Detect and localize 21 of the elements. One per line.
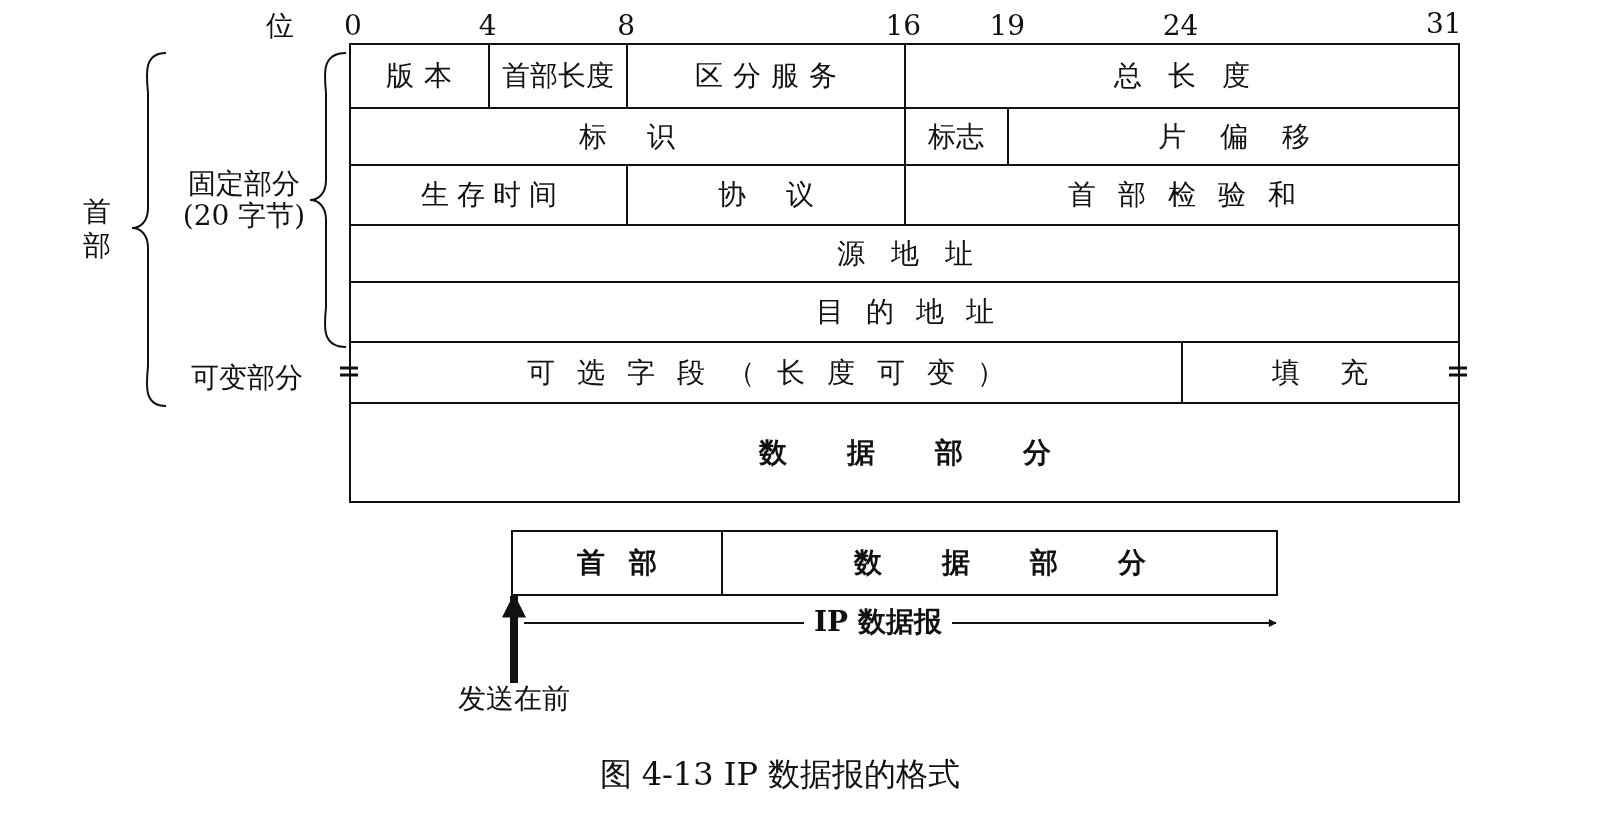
caption: 图 4-13 IP 数据报的格式 <box>599 756 961 793</box>
bit-number: 0 <box>344 10 362 43</box>
field-cell: 版本 <box>349 43 490 109</box>
bit-number: 16 <box>885 10 922 43</box>
bit-number: 8 <box>617 10 636 43</box>
field-cell: 目的地址 <box>349 281 1460 343</box>
field-cell: 总长度 <box>903 43 1460 109</box>
bit-number: 31 <box>1426 8 1462 41</box>
field-cell: 首部 <box>511 530 723 596</box>
field-cell: 数据部分 <box>349 402 1460 503</box>
note-text: 发送在前 <box>458 683 570 716</box>
group-label: 固定部分 (20 字节) <box>181 168 307 233</box>
bit-number: 4 <box>478 10 497 43</box>
field-cell: 数据部分 <box>721 530 1278 596</box>
group-label: 首部 <box>83 195 112 263</box>
field-cell: 源地址 <box>349 224 1460 283</box>
axis-label: 位 <box>266 10 294 43</box>
dimension-label: IP 数据报 <box>804 606 952 639</box>
bit-number: 24 <box>1162 10 1199 43</box>
group-label: 可变部分 <box>191 362 303 395</box>
bit-number: 19 <box>989 10 1026 43</box>
